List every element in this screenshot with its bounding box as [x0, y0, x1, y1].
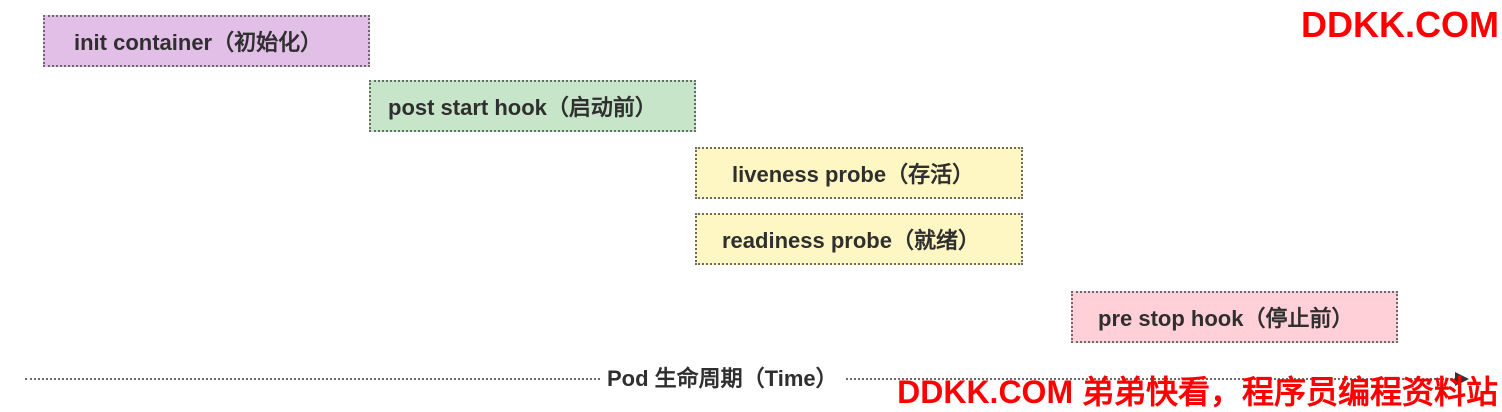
timeline-label: Pod 生命周期（Time） [601, 362, 844, 396]
readiness-probe-box: readiness probe（就绪） [695, 213, 1023, 265]
liveness-probe-box: liveness probe（存活） [695, 147, 1023, 199]
arrow-right-icon [1455, 372, 1469, 386]
pre-stop-hook-box: pre stop hook（停止前） [1071, 291, 1398, 343]
post-start-hook-label: post start hook（启动前） [388, 95, 657, 120]
liveness-probe-label: liveness probe（存活） [732, 162, 975, 187]
pre-stop-hook-label: pre stop hook（停止前） [1098, 306, 1354, 331]
post-start-hook-box: post start hook（启动前） [369, 80, 696, 132]
init-container-label: init container（初始化） [74, 30, 323, 55]
watermark-bottom: DDKK.COM 弟弟快看，程序员编程资料站 [897, 374, 1498, 410]
readiness-probe-label: readiness probe（就绪） [722, 228, 980, 253]
init-container-box: init container（初始化） [43, 15, 370, 67]
watermark-top: DDKK.COM [1301, 4, 1499, 45]
